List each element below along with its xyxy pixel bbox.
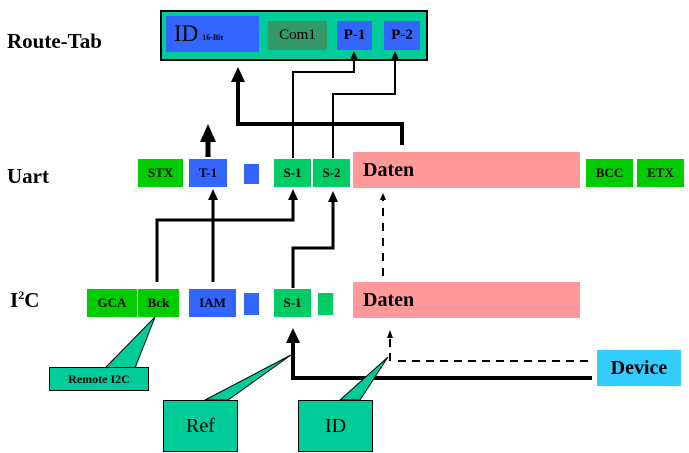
device-to-i2c-s1	[286, 328, 592, 380]
arrow-head-icon	[350, 51, 358, 60]
arrow-head-icon	[380, 193, 386, 200]
i2c-gca-field: GCA	[87, 289, 137, 317]
row-label-i2c: I2C	[10, 288, 39, 313]
uart-spacer-field	[244, 164, 259, 184]
arrow-head-icon	[288, 189, 298, 200]
i2c-label-main: I	[10, 288, 19, 312]
row-label-uart: Uart	[7, 164, 49, 188]
arrow-head-icon	[286, 328, 300, 343]
route-id-sub: 16-Bit	[202, 32, 224, 42]
i2c-bck-field: Bck	[138, 289, 179, 317]
t1-up-arrow	[200, 124, 216, 157]
i2c-label-sup: 2	[18, 288, 25, 302]
route-id-bus	[231, 67, 404, 145]
i2c-ack-field	[318, 293, 333, 315]
daten-dashed-link	[380, 193, 386, 276]
uart-s2-to-p2	[332, 51, 399, 158]
i2c-iam-field: IAM	[189, 289, 236, 317]
i2c-spacer-field	[244, 293, 259, 315]
uart-s1-to-p1	[292, 51, 358, 158]
arrow-head-icon	[387, 330, 393, 338]
arrow-head-icon	[208, 189, 218, 200]
uart-s2-field: S-2	[313, 159, 350, 187]
row-label-route-tab: Route-Tab	[7, 29, 102, 53]
callout-pointer-ref	[204, 354, 292, 401]
iam-to-t1	[208, 189, 218, 282]
uart-bcc-field: BCC	[586, 159, 633, 187]
uart-s1-field: S-1	[274, 159, 311, 187]
route-id-label: ID	[174, 21, 199, 46]
i2c-label-tail: C	[24, 288, 40, 312]
route-com-field: Com1	[268, 21, 327, 50]
uart-t1-field: T-1	[189, 159, 227, 187]
i2c-s1-field: S-1	[274, 289, 311, 317]
device-to-i2c-daten-dashed	[387, 330, 588, 362]
arrow-head-icon	[328, 191, 338, 202]
uart-stx-field: STX	[138, 159, 183, 187]
i2c-s1-to-uart-s2	[291, 191, 338, 288]
route-p1-field: P-1	[337, 21, 372, 50]
route-p2-field: P-2	[384, 21, 420, 50]
callout-id: ID	[298, 400, 373, 452]
callout-ref: Ref	[163, 400, 238, 452]
route-id-field: ID 16-Bit	[166, 16, 259, 52]
callout-pointer-remote	[103, 316, 156, 369]
arrow-head-icon	[231, 67, 245, 82]
uart-daten-field: Daten	[353, 152, 580, 188]
callout-remote-i2c: Remote I2C	[49, 367, 149, 391]
arrow-head-icon	[391, 51, 399, 60]
bck-to-uart-s1	[155, 189, 298, 282]
device-box: Device	[597, 350, 681, 386]
uart-etx-field: ETX	[637, 159, 684, 187]
arrow-head-icon	[200, 124, 216, 142]
i2c-daten-field: Daten	[353, 282, 580, 318]
